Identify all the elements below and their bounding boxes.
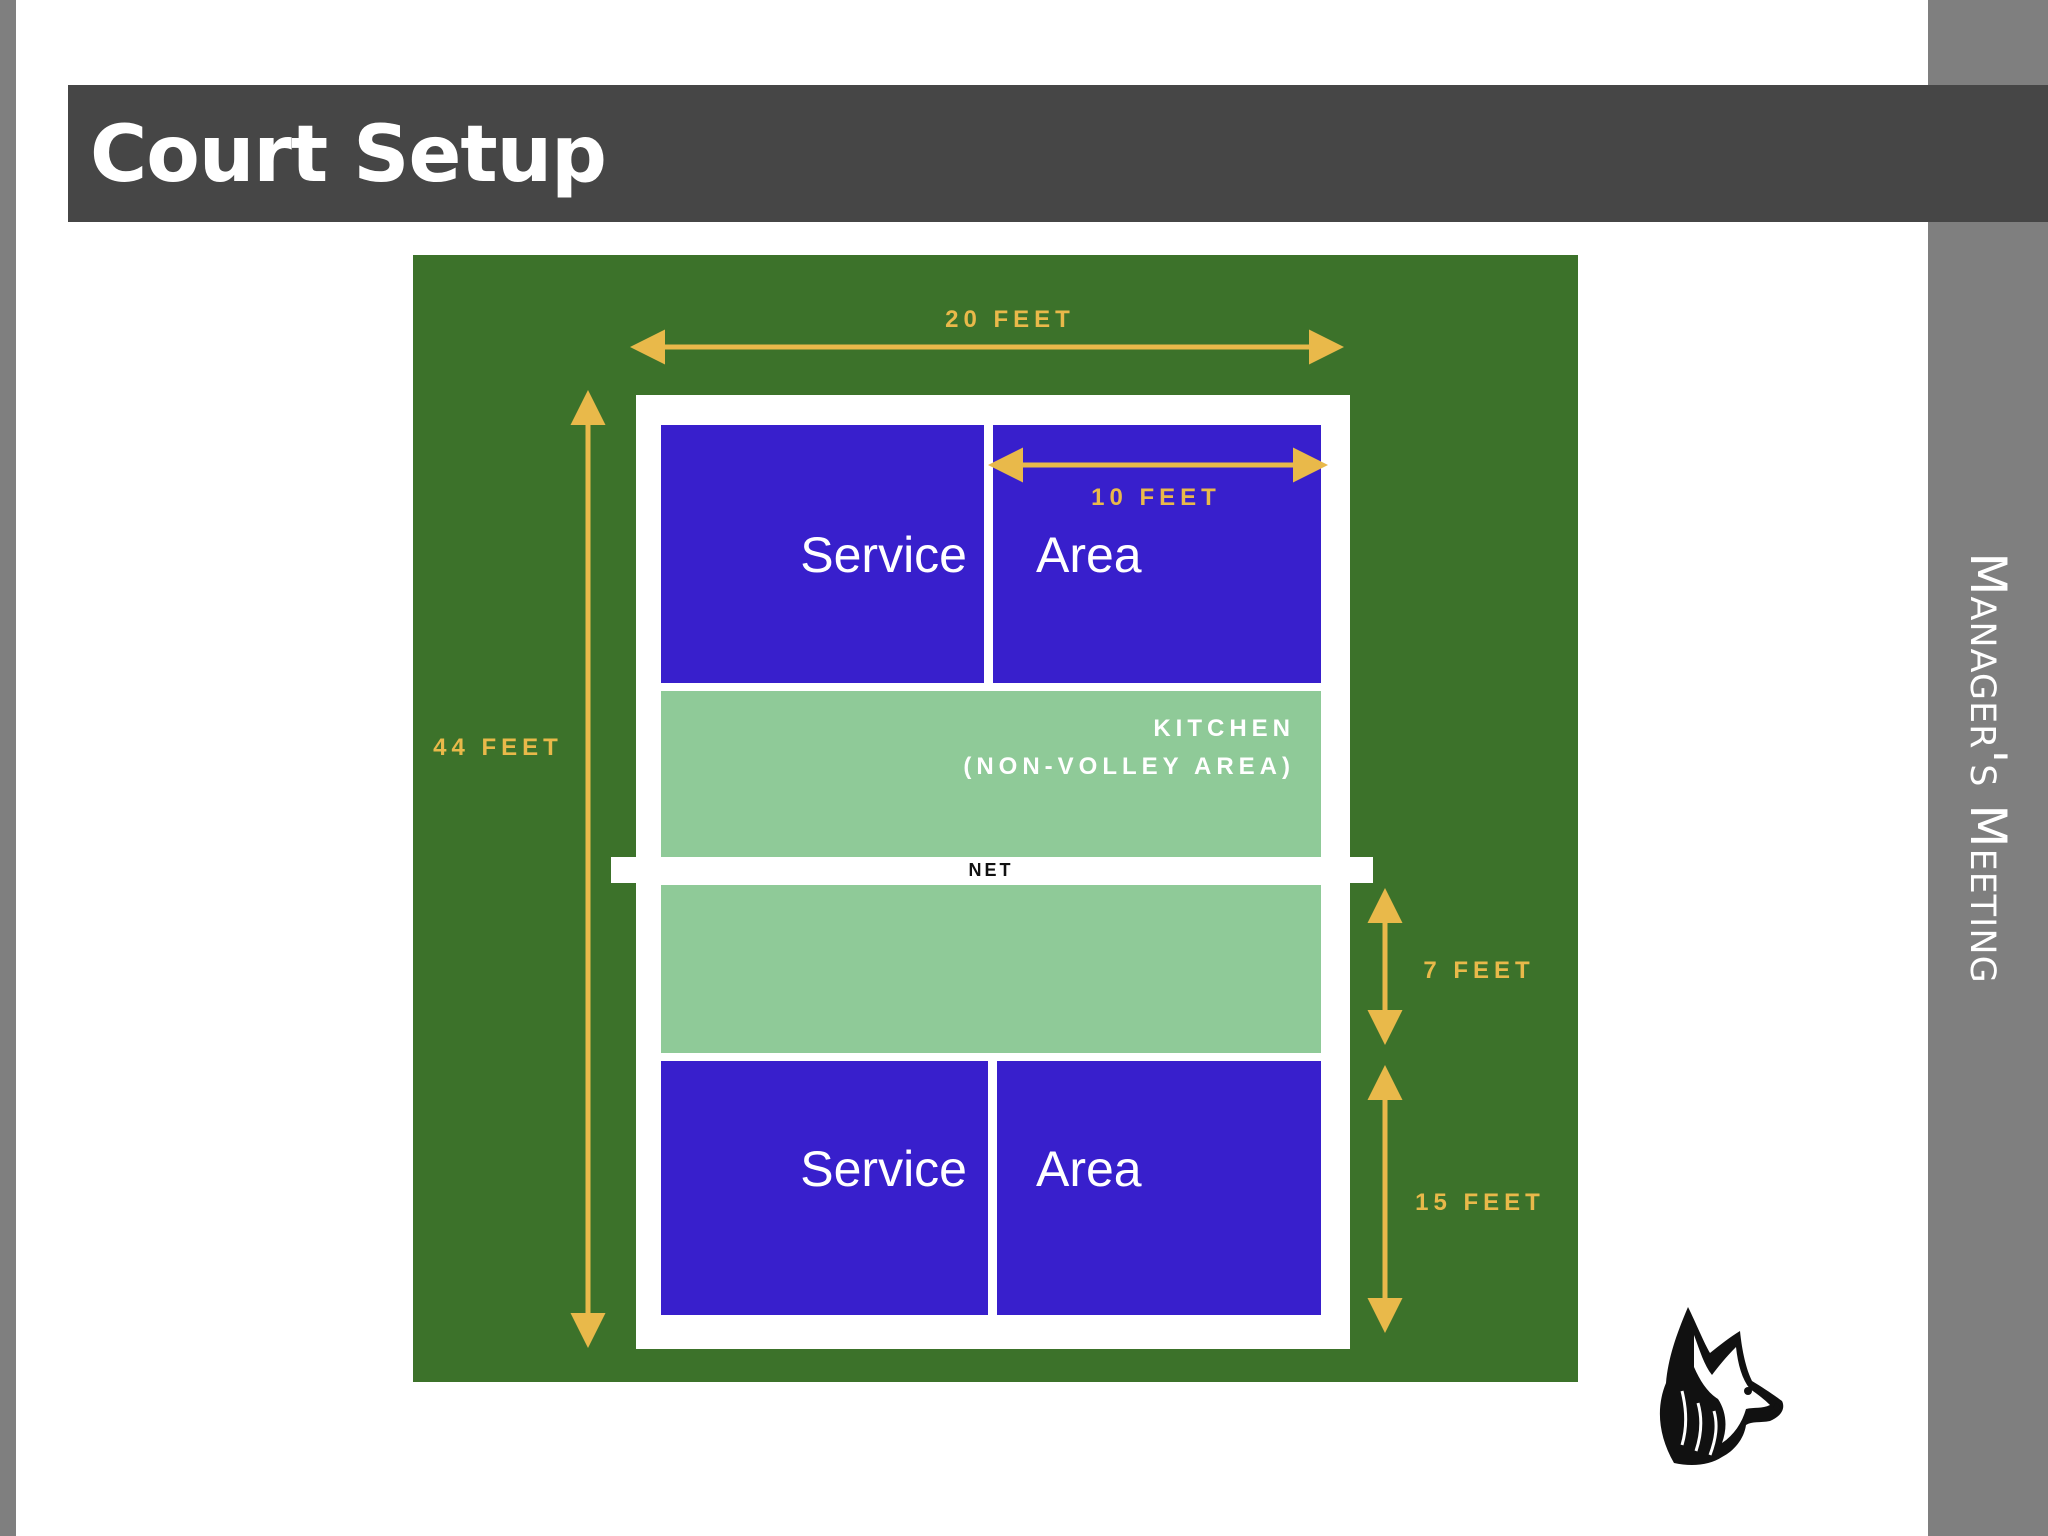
half-width-dimension-label: 10 FEET bbox=[1091, 484, 1221, 511]
kitchen-label-line1: KITCHEN bbox=[1153, 715, 1295, 742]
service-label-bottom: Service bbox=[800, 1141, 967, 1197]
sidebar-label: Manager's Meeting bbox=[1959, 552, 2017, 984]
service-box-top-left bbox=[661, 425, 984, 683]
service-label-top: Service bbox=[800, 527, 967, 583]
kitchen-top bbox=[661, 691, 1321, 865]
slide-title: Court Setup bbox=[90, 110, 607, 200]
area-label-bottom: Area bbox=[1036, 1141, 1142, 1197]
husky-head-icon bbox=[1652, 1295, 1792, 1470]
width-dimension-label: 20 FEET bbox=[945, 306, 1075, 333]
title-bar bbox=[68, 85, 2048, 222]
length-dimension-label: 44 FEET bbox=[433, 734, 563, 761]
kitchen-bottom bbox=[661, 885, 1321, 1053]
service-depth-label: 15 FEET bbox=[1415, 1189, 1545, 1216]
court-diagram: NET 20 FEET 10 FEET 44 FEET 7 FEET 15 FE… bbox=[413, 255, 1578, 1382]
net-label: NET bbox=[969, 860, 1014, 880]
kitchen-label-line2: (NON-VOLLEY AREA) bbox=[963, 753, 1295, 780]
net-bar bbox=[611, 857, 1373, 883]
left-edge-strip bbox=[0, 0, 16, 1536]
service-box-bottom-left bbox=[661, 1061, 988, 1315]
service-box-bottom-right bbox=[997, 1061, 1321, 1315]
right-sidebar-band bbox=[1928, 0, 2048, 1536]
area-label-top: Area bbox=[1036, 527, 1142, 583]
kitchen-depth-label: 7 FEET bbox=[1423, 957, 1534, 984]
